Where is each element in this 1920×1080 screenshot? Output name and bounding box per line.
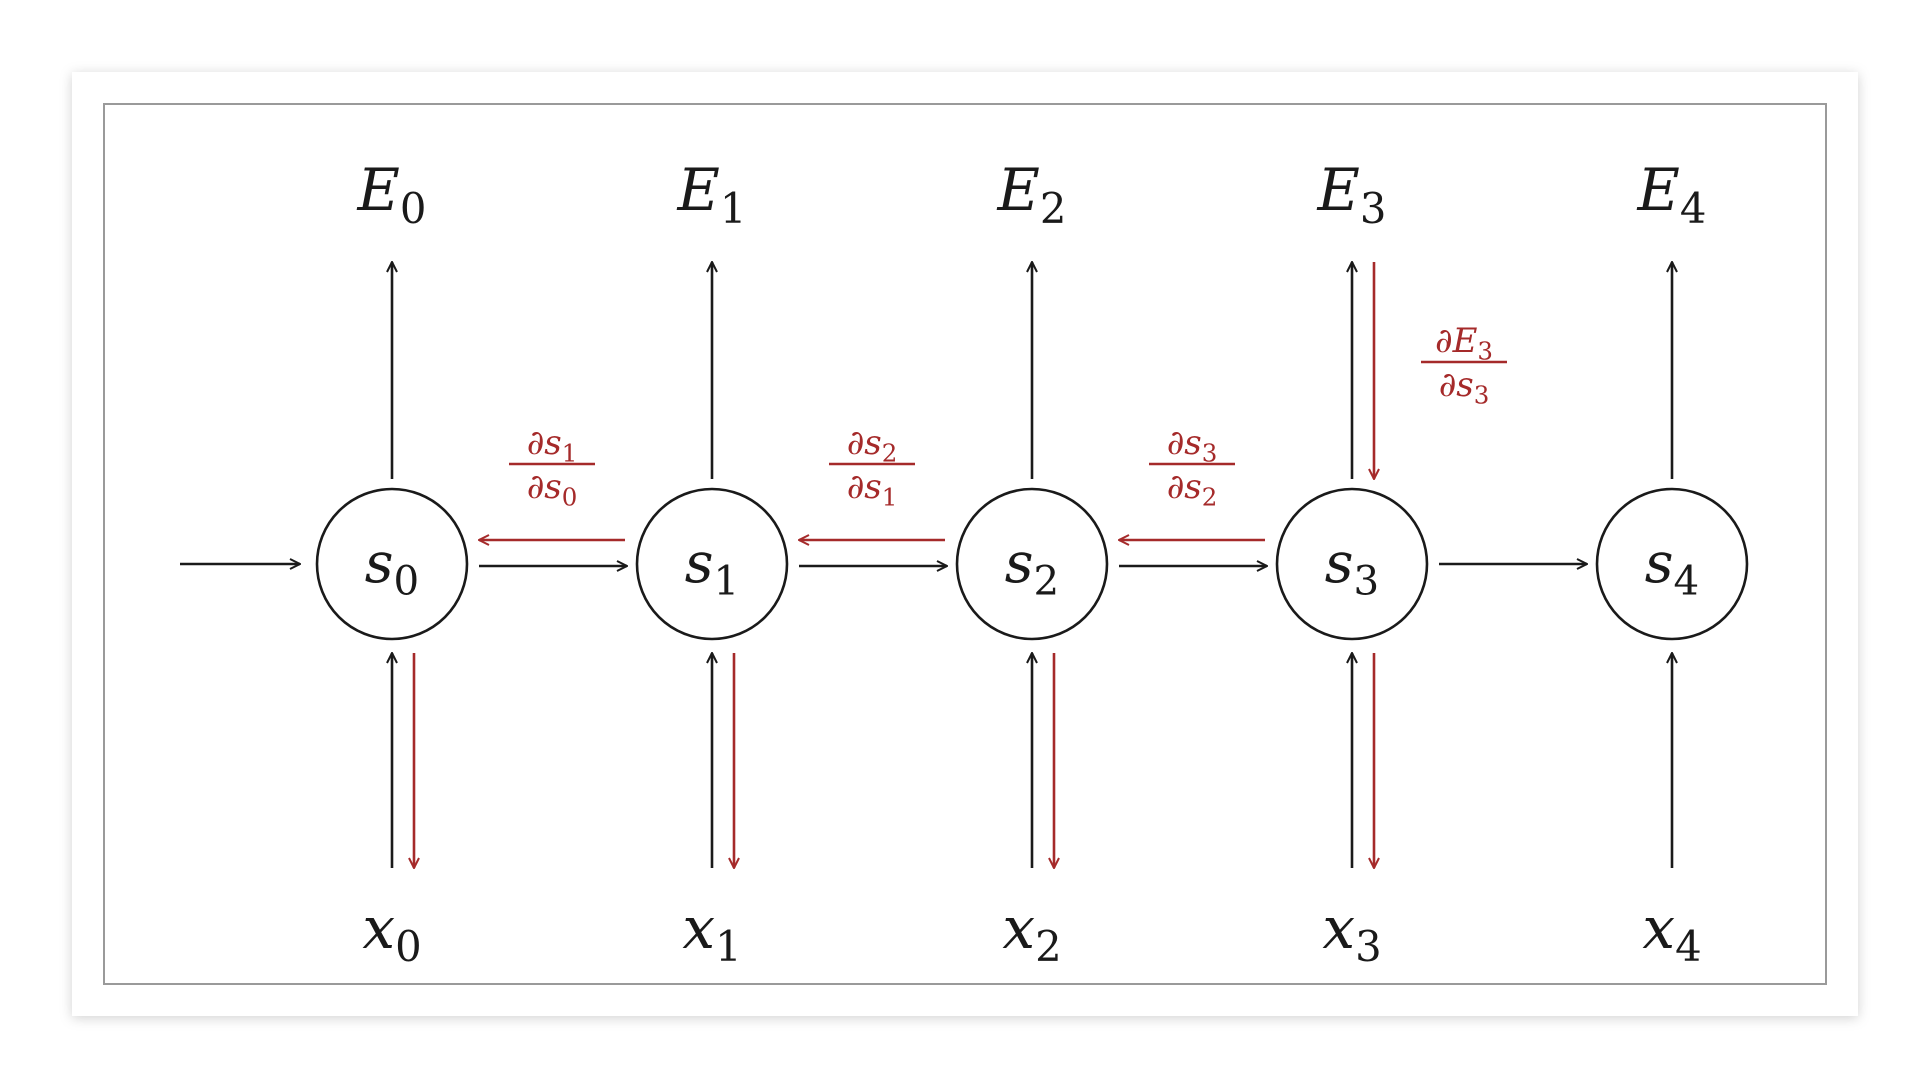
- rnn-backprop-diagram: s0s1s2s3s4E0E1E2E3E4x0x1x2x3x4∂s1∂s0∂s2∂…: [0, 0, 1920, 1080]
